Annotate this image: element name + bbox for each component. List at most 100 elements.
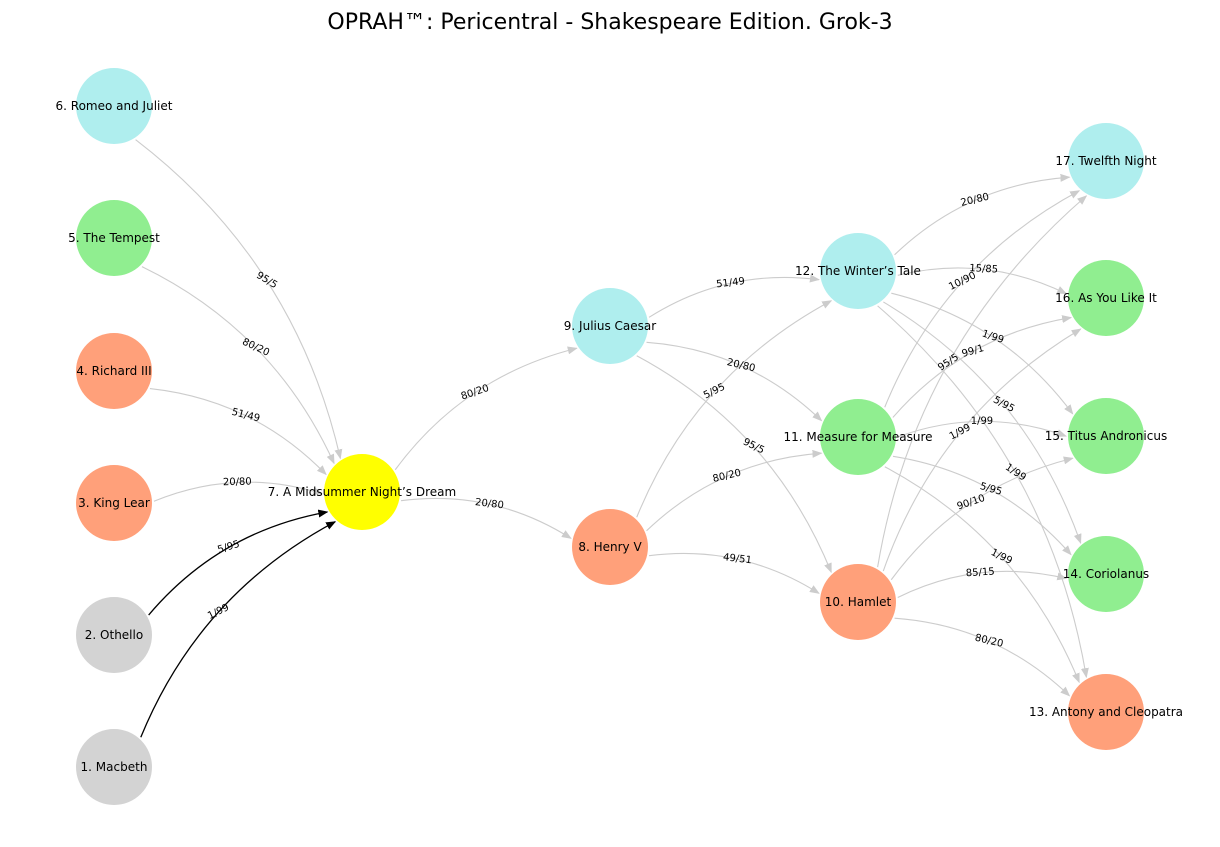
node-label-12: 12. The Winter’s Tale [795,264,921,278]
edge-9-10 [636,355,832,574]
node-circle-10 [820,564,896,640]
edge-11-16 [892,315,1073,418]
node-circle-14 [1068,536,1144,612]
edge-label-2-7: 5/95 [216,539,241,556]
node-circle-12 [820,233,896,309]
edge-label-4-7: 51/49 [230,407,261,425]
node-circle-11 [820,399,896,475]
node-1: 1. Macbeth [76,729,152,805]
node-circle-3 [76,465,152,541]
edge-10-15 [890,456,1074,581]
edge-label-8-12: 5/95 [702,382,727,402]
edge-label-1-7: 1/99 [206,602,231,622]
node-12: 12. The Winter’s Tale [795,233,921,309]
edge-11-17 [884,190,1081,408]
edge-label-10-17: 95/5 [936,352,961,374]
node-label-16: 16. As You Like It [1055,291,1157,305]
edge-label-12-13: 1/99 [1003,462,1028,484]
edge-7-8 [400,497,572,539]
edge-10-13 [894,617,1071,697]
node-11: 11. Measure for Measure [783,399,933,475]
node-17: 17. Twelfth Night [1055,123,1157,199]
nodes-layer: 1. Macbeth 2. Othello 3. King Lear 4. Richa… [56,68,1183,805]
edge-10-16 [882,328,1082,572]
edge-11-15 [897,420,1067,438]
edge-label-11-15: 1/99 [971,416,993,427]
node-circle-16 [1068,260,1144,336]
edge-8-10 [648,552,820,594]
node-circle-15 [1068,398,1144,474]
node-label-4: 4. Richard III [76,364,151,378]
edge-label-10-15: 90/10 [956,493,987,513]
node-5: 5. The Tempest [68,200,160,276]
node-label-14: 14. Coriolanus [1063,567,1149,581]
edge-12-14 [883,301,1082,544]
edge-label-6-7: 95/5 [254,270,279,291]
edge-7-9 [394,346,578,471]
node-3: 3. King Lear [76,465,152,541]
node-14: 14. Coriolanus [1063,536,1149,612]
edge-11-14 [892,455,1072,556]
edges-layer [135,139,1089,738]
node-circle-7 [324,454,400,530]
node-7: 7. A Midsummer Night’s Dream [268,454,456,530]
edge-3-7 [153,481,323,502]
node-label-6: 6. Romeo and Juliet [56,99,173,113]
edge-label-9-11: 20/80 [726,357,757,374]
node-label-15: 15. Titus Andronicus [1045,429,1167,443]
edge-label-8-10: 49/51 [722,552,752,566]
node-circle-1 [76,729,152,805]
edge-label-9-10: 95/5 [741,437,766,457]
node-circle-2 [76,597,152,673]
node-8: 8. Henry V [572,509,648,585]
node-label-13: 13. Antony and Cleopatra [1029,705,1183,719]
node-label-10: 10. Hamlet [825,595,892,609]
edge-label-11-16: 99/1 [961,343,986,360]
node-label-2: 2. Othello [85,628,143,642]
node-circle-4 [76,333,152,409]
node-circle-17 [1068,123,1144,199]
edge-6-7 [135,139,343,460]
edge-label-12-17: 20/80 [960,192,991,209]
edge-label-5-7: 80/20 [240,337,271,359]
edge-2-7 [148,509,329,616]
edge-12-16 [897,267,1068,295]
node-label-9: 9. Julius Caesar [564,319,656,333]
node-label-11: 11. Measure for Measure [783,430,932,444]
edge-9-12 [648,274,820,318]
edge-4-7 [149,387,327,476]
node-circle-6 [76,68,152,144]
edge-10-14 [897,570,1068,599]
edge-label-12-14: 5/95 [991,395,1016,415]
edge-8-12 [636,300,833,518]
node-4: 4. Richard III [76,333,152,409]
node-2: 2. Othello [76,597,152,673]
node-circle-13 [1068,674,1144,750]
edge-10-17 [877,195,1088,568]
node-circle-8 [572,509,648,585]
edge-label-11-13: 1/99 [989,547,1014,567]
edge-1-7 [140,521,337,738]
edge-label-9-12: 51/49 [716,276,746,290]
node-13: 13. Antony and Cleopatra [1029,674,1183,750]
diagram-title: OPRAH™: Pericentral - Shakespeare Editio… [327,10,892,35]
node-label-8: 8. Henry V [578,540,642,554]
node-circle-9 [572,288,648,364]
edge-labels-layer: 1/995/9520/8051/4980/2095/520/8080/2049/… [206,192,1028,650]
node-16: 16. As You Like It [1055,260,1157,336]
node-9: 9. Julius Caesar [564,288,656,364]
node-6: 6. Romeo and Juliet [56,68,173,144]
edge-label-3-7: 20/80 [223,477,252,489]
node-10: 10. Hamlet [820,564,896,640]
edge-12-17 [894,173,1071,256]
edge-label-10-13: 80/20 [974,633,1005,650]
node-label-1: 1. Macbeth [81,760,148,774]
edge-label-7-8: 20/80 [474,497,504,511]
edge-5-7 [141,266,335,465]
node-label-7: 7. A Midsummer Night’s Dream [268,485,456,499]
edge-label-10-14: 85/15 [966,566,995,579]
edge-12-13 [877,305,1089,679]
node-label-5: 5. The Tempest [68,231,160,245]
edge-12-15 [891,292,1074,415]
